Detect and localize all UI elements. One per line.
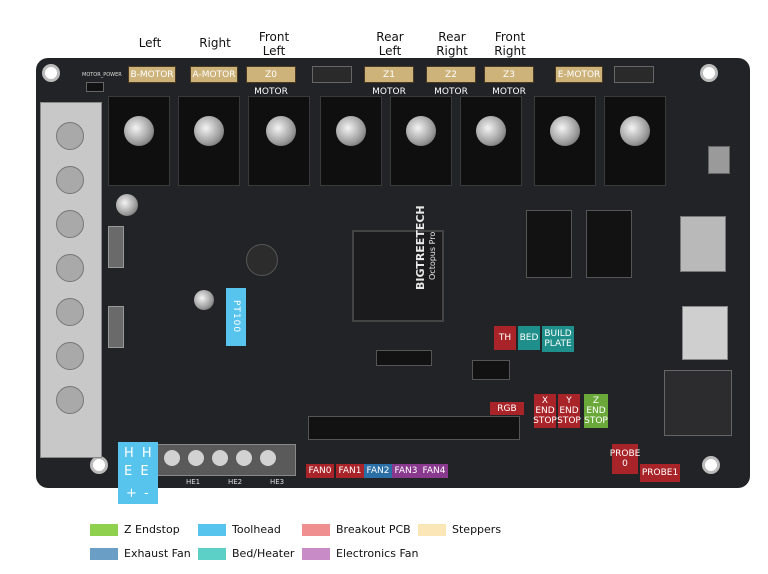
terminal-screw-7 (56, 386, 84, 414)
capacitor-5 (406, 116, 436, 146)
fan1-tag: FAN1 (336, 464, 364, 478)
motor-tag-z0: Z0 MOTOR (246, 66, 296, 97)
legend-swatch-bed-heater (198, 548, 226, 560)
fan3-tag: FAN3 (392, 464, 420, 478)
mcu-chip (352, 230, 444, 322)
x-endstop-tag: X END STOP (533, 394, 557, 428)
brand-label: BIGTREETECH (414, 205, 427, 290)
he0-minus: - (144, 486, 149, 501)
motor-connector-empty (312, 66, 352, 83)
pin-header-3 (472, 360, 510, 380)
legend-label-toolhead: Toolhead (232, 523, 281, 536)
capacitor-2 (194, 116, 224, 146)
fan-connectors (308, 416, 520, 440)
label-right: Right (199, 36, 231, 50)
pin-header-4 (376, 350, 432, 366)
rgb-tag: RGB (490, 402, 524, 415)
sd-slot (680, 216, 726, 272)
terminal-screw-2 (56, 166, 84, 194)
fan2-tag: FAN2 (364, 464, 392, 478)
mount-hole-tr (700, 64, 718, 82)
he2-label: HE2 (228, 478, 243, 486)
he0-toolhead-tag (118, 442, 158, 504)
usb-port (682, 306, 728, 360)
label-rear-left: Rear Left (376, 30, 404, 58)
mount-hole-bl (90, 456, 108, 474)
th-tag: TH (494, 326, 516, 350)
capacitor-7 (550, 116, 580, 146)
probe0-tag: PROBE 0 (610, 444, 640, 474)
he0-h-text: H H (124, 446, 154, 461)
capacitor-3 (266, 116, 296, 146)
terminal-screw-3 (56, 210, 84, 238)
label-front-right: Front Right (494, 30, 526, 58)
terminal-screw-5 (56, 298, 84, 326)
he-screw-2 (188, 450, 204, 466)
fuse-1 (108, 226, 124, 268)
legend-label-bed-heater: Bed/Heater (232, 547, 295, 560)
motor-power-jumper (86, 82, 104, 92)
usb-c-port (708, 146, 730, 174)
motor-tag-z1: Z1 MOTOR (364, 66, 414, 97)
probe1-tag: PROBE1 (640, 464, 680, 482)
legend-label-z-endstop: Z Endstop (124, 523, 180, 536)
legend-swatch-breakout-pcb (302, 524, 330, 536)
he-screw-5 (260, 450, 276, 466)
capacitor-6 (476, 116, 506, 146)
inductor (246, 244, 278, 276)
pt100-tag: PT100 (226, 288, 246, 346)
he-screw-4 (236, 450, 252, 466)
label-rear-right: Rear Right (436, 30, 468, 58)
label-front-left: Front Left (258, 30, 290, 58)
pin-header-1 (526, 210, 572, 278)
mount-hole-br (702, 456, 720, 474)
capacitor-1 (124, 116, 154, 146)
capacitor-8 (620, 116, 650, 146)
fan4-tag: FAN4 (420, 464, 448, 478)
legend-swatch-z-endstop (90, 524, 118, 536)
he3-label: HE3 (270, 478, 285, 486)
he0-plus: + (126, 486, 137, 501)
ethernet-port (664, 370, 732, 436)
he-screw-3 (212, 450, 228, 466)
legend-swatch-steppers (418, 524, 446, 536)
motor-tag-e: E-MOTOR (555, 66, 603, 83)
build-plate-tag: BUILD PLATE (542, 326, 574, 352)
motor-tag-b: B-MOTOR (128, 66, 176, 83)
fan0-tag: FAN0 (306, 464, 334, 478)
terminal-screw-1 (56, 122, 84, 150)
terminal-screw-4 (56, 254, 84, 282)
motor-tag-a: A-MOTOR (190, 66, 238, 83)
motor-tag-z2: Z2 MOTOR (426, 66, 476, 97)
pt100-text: PT100 (231, 300, 241, 334)
label-left: Left (138, 36, 162, 50)
bed-tag: BED (518, 326, 540, 350)
legend-swatch-exhaust-fan (90, 548, 118, 560)
motor-power-label: MOTOR_POWER (82, 72, 122, 78)
y-endstop-tag: Y END STOP (557, 394, 581, 428)
capacitor-4 (336, 116, 366, 146)
model-label: Octopus Pro (428, 231, 437, 280)
capacitor-small-2 (194, 290, 214, 310)
he0-e-text: E E (124, 464, 151, 479)
motor-tag-z3: Z3 MOTOR (484, 66, 534, 97)
he-screw-1 (164, 450, 180, 466)
pin-header-2 (586, 210, 632, 278)
legend-swatch-toolhead (198, 524, 226, 536)
legend-label-exhaust-fan: Exhaust Fan (124, 547, 191, 560)
legend-swatch-electronics-fan (302, 548, 330, 560)
mount-hole-tl (42, 64, 60, 82)
fuse-2 (108, 306, 124, 348)
z-endstop-tag: Z END STOP (584, 394, 608, 428)
legend-label-electronics-fan: Electronics Fan (336, 547, 419, 560)
terminal-screw-6 (56, 342, 84, 370)
legend-label-steppers: Steppers (452, 523, 502, 536)
capacitor-small-1 (116, 194, 138, 216)
he1-label: HE1 (186, 478, 201, 486)
motor-connector-empty-2 (614, 66, 654, 83)
legend-label-breakout-pcb: Breakout PCB (336, 523, 411, 536)
